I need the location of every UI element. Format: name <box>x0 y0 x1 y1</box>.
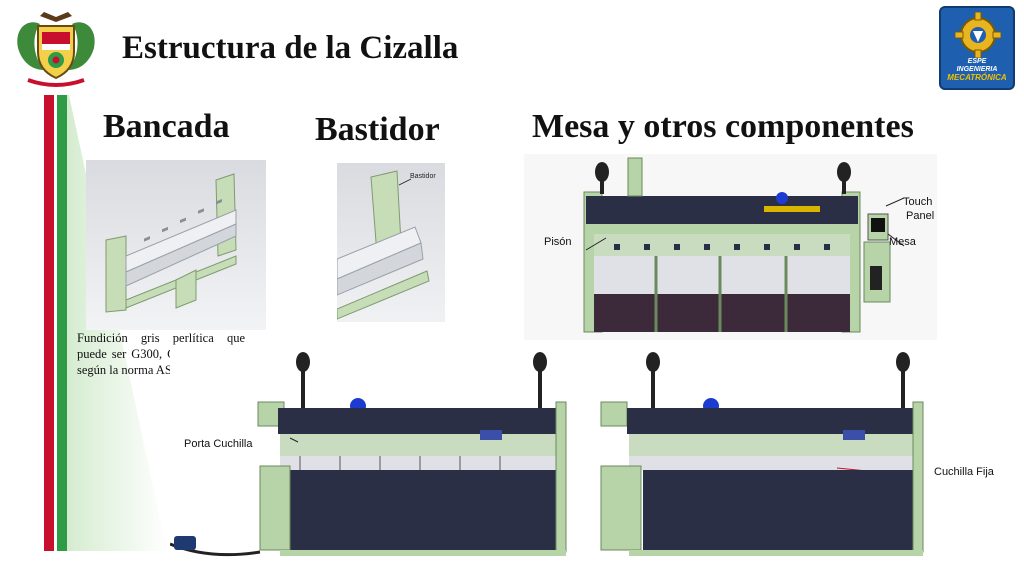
label-porta-cuchilla: Porta Cuchilla <box>184 438 253 450</box>
porta-cuchilla-machine-image <box>170 346 570 561</box>
section-title-bastidor: Bastidor <box>315 111 440 148</box>
coat-of-arms-logo <box>17 12 95 87</box>
label-mesa: Mesa <box>889 236 916 248</box>
gear-icon <box>955 12 1001 58</box>
slide-title: Estructura de la Cizalla <box>122 30 459 66</box>
label-touch: Touch <box>903 196 933 208</box>
label-cuchilla-fija: Cuchilla Fija <box>934 466 994 478</box>
decorative-stripe-red <box>44 95 54 551</box>
section-title-mesa: Mesa y otros componentes <box>532 108 914 145</box>
label-bastidor: Bastidor <box>410 173 436 180</box>
logo-espe-text: ESPE <box>967 58 987 65</box>
section-title-bancada: Bancada <box>103 108 230 145</box>
label-panel: Panel <box>906 210 935 222</box>
logo-mecatronica-text: MECATRÓNICA <box>947 73 1007 82</box>
bancada-image <box>86 160 266 330</box>
bastidor-image <box>337 163 445 322</box>
label-pison: Pisón <box>544 236 572 248</box>
mesa-machine-image <box>524 154 937 340</box>
decorative-stripe-green <box>57 95 67 551</box>
logo-ingenieria-text: INGENIERIA <box>956 66 998 73</box>
decorative-stripe-white <box>54 95 57 551</box>
cuchilla-fija-machine-image <box>597 346 929 561</box>
espe-mecatronica-logo: ESPE INGENIERIA MECATRÓNICA <box>939 6 1015 90</box>
